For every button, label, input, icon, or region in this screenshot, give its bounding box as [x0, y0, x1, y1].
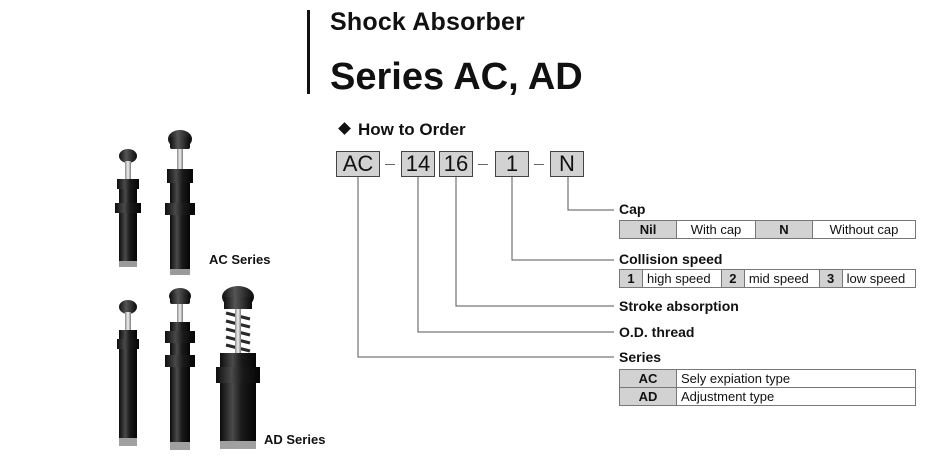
- ad-series-label: AD Series: [264, 432, 326, 447]
- title-divider: [307, 10, 310, 94]
- ac-series-label: AC Series: [209, 252, 271, 267]
- cap-key-n: N: [755, 220, 813, 239]
- speed-key-2: 2: [720, 269, 745, 288]
- page-subtitle: Series AC, AD: [330, 56, 583, 98]
- speed-options-table: 1 high speed 2 mid speed 3 low speed: [619, 269, 917, 288]
- collision-speed-label: Collision speed: [619, 251, 723, 267]
- ad-shock-small: [117, 300, 139, 446]
- code-box-od-thread: 14: [401, 151, 435, 177]
- speed-value-1: high speed: [642, 269, 722, 288]
- how-to-order-text: How to Order: [358, 120, 466, 139]
- cap-value-without: Without cap: [812, 220, 916, 239]
- stroke-absorption-label: Stroke absorption: [619, 298, 739, 314]
- speed-key-1: 1: [619, 269, 643, 288]
- speed-key-3: 3: [818, 269, 843, 288]
- ad-shock-large-spring: [216, 286, 260, 449]
- page-title: Shock Absorber: [330, 8, 525, 36]
- cap-label: Cap: [619, 201, 646, 217]
- series-value-ad: Adjustment type: [676, 387, 916, 406]
- code-box-cap: N: [550, 151, 584, 177]
- code-box-stroke: 16: [439, 151, 473, 177]
- how-to-order-heading: How to Order: [338, 120, 466, 140]
- code-dash: [534, 164, 544, 165]
- od-thread-label: O.D. thread: [619, 324, 695, 340]
- cap-key-nil: Nil: [619, 220, 677, 239]
- code-box-series: AC: [336, 151, 380, 177]
- ad-shock-medium: [165, 288, 195, 450]
- speed-value-2: mid speed: [743, 269, 820, 288]
- series-options-table: AC Sely expiation type AD Adjustment typ…: [619, 369, 916, 406]
- ac-shock-large: [165, 130, 195, 275]
- code-dash: [385, 164, 395, 165]
- table-row: 1 high speed 2 mid speed 3 low speed: [619, 269, 917, 288]
- speed-value-3: low speed: [841, 269, 917, 288]
- code-box-collision-speed: 1: [495, 151, 529, 177]
- series-value-ac: Sely expiation type: [676, 369, 916, 388]
- series-key-ad: AD: [619, 387, 677, 406]
- ac-shock-small: [115, 149, 141, 267]
- cap-value-with: With cap: [676, 220, 756, 239]
- series-key-ac: AC: [619, 369, 677, 388]
- table-row: AD Adjustment type: [619, 387, 916, 406]
- series-label: Series: [619, 349, 662, 365]
- table-row: Nil With cap N Without cap: [619, 220, 916, 239]
- code-dash: [478, 164, 488, 165]
- cap-options-table: Nil With cap N Without cap: [619, 220, 916, 239]
- product-illustration: [115, 130, 260, 450]
- table-row: AC Sely expiation type: [619, 369, 916, 388]
